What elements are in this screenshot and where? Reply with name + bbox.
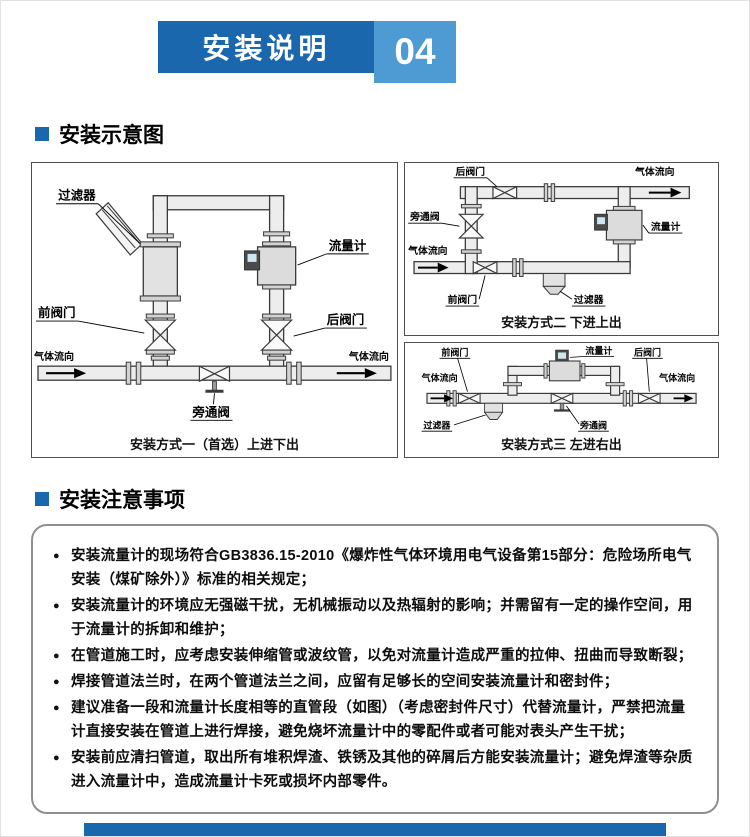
front-valve-symbol — [143, 313, 177, 355]
rear-valve-symbol — [492, 185, 518, 200]
diagram-section-title: 安装示意图 — [59, 124, 164, 147]
bypass-valve-symbol — [198, 365, 231, 393]
method2-caption: 安装方式二 下进上出 — [501, 315, 622, 330]
flanges — [460, 183, 556, 277]
method1-diagram: 过滤器 流量计 前阀门 后阀门 旁通阀 气体流向 — [33, 188, 392, 421]
filter-symbol — [95, 201, 181, 302]
flow-direction-arrows — [430, 394, 694, 403]
page-number: 04 — [394, 31, 436, 72]
bullet-icon: ● — [53, 650, 60, 662]
section-diagram: 安装示意图 — [1, 119, 749, 458]
bypass-valve-label: 旁通阀 — [191, 404, 230, 419]
flow-meter-symbol — [244, 241, 297, 290]
bypass-valve-symbol — [550, 392, 574, 412]
note-text: 建议准备一段和流量计长度相等的直管段（如图）（考虑密封件尺寸）代替流量计，严禁把… — [71, 700, 686, 740]
heading-square-icon — [35, 127, 49, 141]
gas-flow-out-label: 气体流向 — [634, 165, 675, 178]
flow-meter-symbol — [548, 349, 581, 382]
gas-flow-in-label: 气体流向 — [407, 244, 448, 257]
gas-flow-in-label: 气体流向 — [33, 350, 74, 363]
bypass-valve-symbol — [457, 213, 485, 239]
diagram-method1-panel: 过滤器 流量计 前阀门 后阀门 旁通阀 气体流向 — [31, 162, 398, 458]
page-header: 安装说明 04 — [1, 21, 681, 93]
filter-label: 过滤器 — [58, 188, 96, 203]
front-valve-label: 前阀门 — [448, 293, 478, 306]
front-valve-label: 前阀门 — [441, 347, 468, 358]
note-item: ● 安装前应清扫管道，取出所有堆积焊渣、铁锈及其他的碎屑后方能安装流量计；避免焊… — [53, 746, 693, 794]
diagram-section-heading: 安装示意图 — [35, 119, 749, 149]
gas-flow-out-label: 气体流向 — [348, 350, 389, 363]
bottom-bar — [84, 823, 666, 836]
bypass-valve-label: 旁通阀 — [409, 210, 440, 223]
diagram-area: 过滤器 流量计 前阀门 后阀门 旁通阀 气体流向 — [31, 162, 719, 458]
note-item: ● 安装流量计的现场符合GB3836.15-2010《爆炸性气体环境用电气设备第… — [53, 544, 693, 592]
front-valve-symbol — [457, 392, 481, 405]
filter-symbol — [542, 273, 567, 295]
bullet-icon: ● — [53, 600, 60, 612]
flanges — [125, 231, 302, 385]
notes-box: ● 安装流量计的现场符合GB3836.15-2010《爆炸性气体环境用电气设备第… — [31, 524, 719, 814]
rear-valve-label: 后阀门 — [634, 347, 661, 358]
filter-label: 过滤器 — [574, 293, 604, 306]
heading-square-icon — [35, 492, 49, 506]
note-item: ● 在管道施工时，应考虑安装伸缩管或波纹管，以免对流量计造成严重的拉伸、扭曲而导… — [53, 644, 693, 668]
note-text: 在管道施工时，应考虑安装伸缩管或波纹管，以免对流量计造成严重的拉伸、扭曲而导致断… — [71, 648, 693, 664]
section-notes: 安装注意事项 ● 安装流量计的现场符合GB3836.15-2010《爆炸性气体环… — [1, 484, 749, 814]
header-page-number-box: 04 — [374, 21, 456, 83]
front-valve-label: 前阀门 — [38, 305, 76, 320]
gas-flow-in-label: 气体流向 — [421, 372, 458, 383]
note-item: ● 焊接管道法兰时，在两个管道法兰之间，应留有足够长的空间安装流量计和密封件； — [53, 670, 693, 694]
diagram-right-column: 后阀门 气体流向 旁通阀 气体流向 流量计 前阀门 — [403, 162, 719, 458]
flow-meter-symbol — [594, 205, 643, 245]
flow-meter-label: 流量计 — [329, 238, 367, 253]
flow-meter-label: 流量计 — [585, 345, 612, 356]
method3-diagram: 气体流向 前阀门 流量计 后阀门 气体流向 过滤器 — [421, 345, 697, 432]
filter-label: 过滤器 — [423, 420, 451, 431]
flow-direction-arrows — [417, 187, 682, 273]
gas-flow-out-label: 气体流向 — [658, 372, 695, 383]
note-item: ● 建议准备一段和流量计长度相等的直管段（如图）（考虑密封件尺寸）代替流量计，严… — [53, 696, 693, 744]
bypass-valve-label: 旁通阀 — [579, 420, 607, 431]
note-item: ● 安装流量计的环境应无强磁干扰，无机械振动以及热辐射的影响；并需留有一定的操作… — [53, 594, 693, 642]
front-valve-symbol — [472, 260, 498, 275]
bullet-icon: ● — [53, 550, 60, 562]
note-text: 焊接管道法兰时，在两个管道法兰之间，应留有足够长的空间安装流量计和密封件； — [71, 674, 619, 690]
flow-direction-arrows — [46, 368, 377, 379]
pipes — [37, 195, 392, 381]
header-title-box: 安装说明 — [158, 21, 375, 73]
flow-meter-label: 流量计 — [651, 220, 681, 233]
note-text: 安装前应清扫管道，取出所有堆积焊渣、铁锈及其他的碎屑后方能安装流量计；避免焊渣等… — [71, 750, 693, 790]
method1-caption: 安装方式一（首选）上进下出 — [129, 437, 299, 452]
note-text: 安装流量计的环境应无强磁干扰，无机械振动以及热辐射的影响；并需留有一定的操作空间… — [71, 598, 693, 638]
bullet-icon: ● — [53, 702, 60, 714]
notes-section-title: 安装注意事项 — [59, 489, 185, 512]
rear-valve-label: 后阀门 — [455, 165, 485, 178]
notes-section-heading: 安装注意事项 — [35, 484, 749, 514]
method3-caption: 安装方式三 左进右出 — [501, 437, 622, 452]
bullet-icon: ● — [53, 752, 60, 764]
diagram-method2-panel: 后阀门 气体流向 旁通阀 气体流向 流量计 前阀门 — [403, 162, 719, 336]
filter-symbol — [483, 402, 504, 420]
rear-valve-label: 后阀门 — [327, 312, 365, 327]
bullet-icon: ● — [53, 676, 60, 688]
page-title: 安装说明 — [202, 33, 331, 64]
rear-valve-symbol — [260, 313, 294, 355]
rear-valve-symbol — [637, 392, 661, 405]
note-text: 安装流量计的现场符合GB3836.15-2010《爆炸性气体环境用电气设备第15… — [71, 548, 692, 588]
method2-diagram: 后阀门 气体流向 旁通阀 气体流向 流量计 前阀门 — [407, 165, 690, 307]
diagram-method3-panel: 气体流向 前阀门 流量计 后阀门 气体流向 过滤器 — [403, 342, 719, 458]
